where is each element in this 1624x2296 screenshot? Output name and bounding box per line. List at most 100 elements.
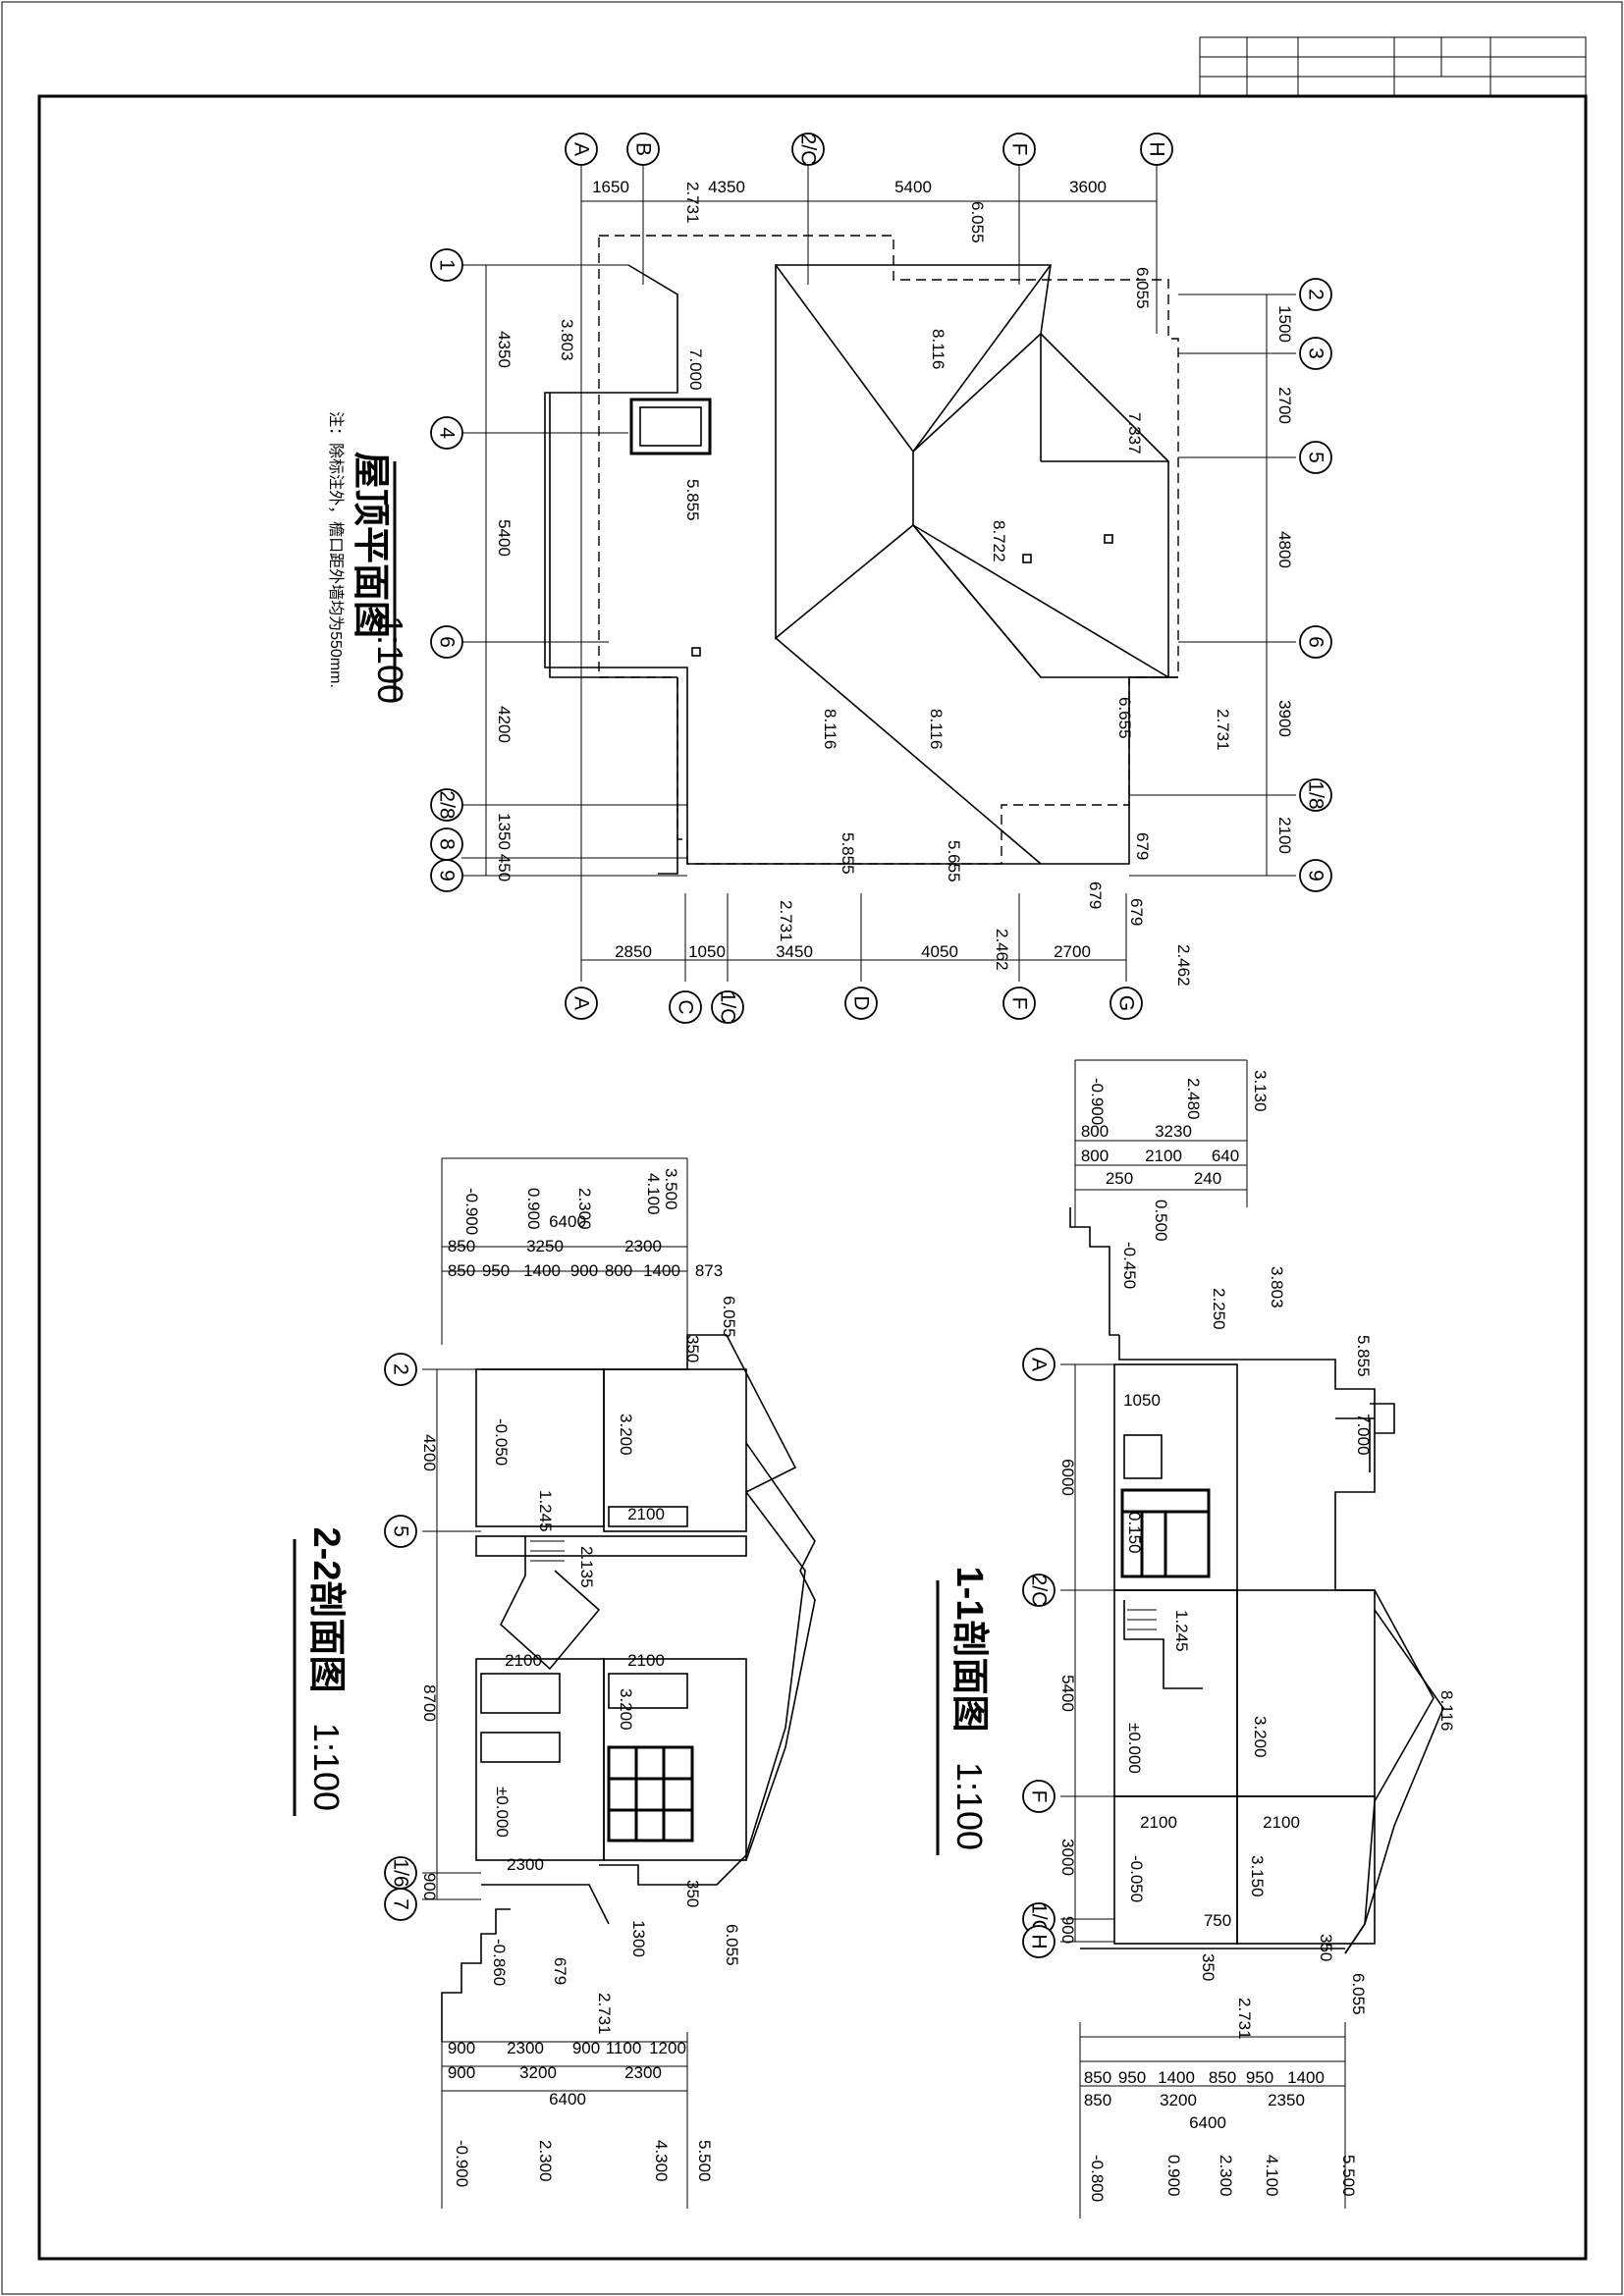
roof-plan: A B 2/C F H A C 1/C D F G 1 4 6 2/8 8 9 … [327, 133, 1332, 1024]
door [608, 1673, 688, 1709]
dimension-text: 950 [482, 1261, 510, 1280]
level-text: 6.655 [1115, 697, 1134, 739]
axis-bubble-bottom: F [1002, 987, 1036, 1020]
room-outline [1236, 1589, 1376, 1797]
dimension-text: 6400 [549, 1212, 586, 1231]
dimension-text: 2100 [1145, 1147, 1182, 1165]
axis-bubble-left: 2/8 [430, 788, 463, 822]
level-text: 3.200 [617, 1414, 635, 1456]
roof-profile [745, 1442, 816, 1861]
roof-plan-note: 注：除标注外，檐口距外墙均为550mm. [327, 411, 345, 688]
level-text: 8.116 [1437, 1690, 1456, 1731]
axis-bubble-left: 1 [430, 248, 463, 282]
roof-hips-main [775, 264, 1169, 678]
level-text: 2.300 [536, 2140, 555, 2182]
vent [1022, 554, 1032, 563]
level-text: 6.055 [720, 1296, 738, 1338]
dimension-text: 900 [420, 1873, 439, 1900]
axis-label: D [850, 995, 873, 1010]
level-text: 350 [1317, 1934, 1335, 1961]
level-text: 0.900 [1164, 2155, 1183, 2197]
section-1-1: A 2/C F 1/G H 6000 5400 3000 900 -0.900 … [936, 1059, 1456, 2218]
dimension-text: 2100 [1263, 1813, 1300, 1832]
room-outline [603, 1368, 747, 1532]
roof-outline [544, 264, 1178, 865]
dimension-text: 3000 [1058, 1839, 1077, 1876]
dimension-text: 4200 [420, 1434, 439, 1471]
dimension-text: 3600 [1069, 178, 1107, 196]
steps [441, 1908, 511, 2042]
roof-plan-scale: 1:100 [370, 615, 410, 704]
axis-label: 1/6 [390, 1858, 412, 1887]
window [607, 1745, 694, 1842]
dimension-text: 850 [448, 1261, 475, 1280]
axis-bubble-top: 2/C [791, 133, 825, 166]
axis-label: 1/8 [1305, 780, 1327, 809]
level-text: 8.116 [929, 329, 947, 369]
dimension-text: 640 [1212, 1147, 1239, 1165]
axis-label: G [1115, 995, 1138, 1011]
dimension-text: 2700 [1054, 942, 1091, 961]
hip-line [912, 524, 1042, 678]
dimension-text: 2300 [507, 2039, 544, 2057]
level-text: -0.900 [453, 2140, 471, 2187]
dimension-text: 2350 [1268, 2091, 1305, 2109]
floor-slab [475, 1535, 747, 1557]
roof-wing [658, 677, 678, 875]
dimension-text: 800 [605, 1261, 632, 1280]
level-text: -0.050 [1127, 1855, 1146, 1902]
section-outline [481, 1334, 806, 1886]
dimension-text: 850 [448, 1237, 475, 1255]
axis-label: 1 [436, 259, 459, 271]
level-text: 4.100 [644, 1173, 663, 1215]
dimension-text: 2700 [1275, 387, 1294, 424]
axis-label: 3 [1305, 347, 1327, 359]
dimension-text: 2300 [624, 2063, 662, 2082]
level-text: 5.500 [695, 2140, 714, 2182]
axis-bubble-right: 1/8 [1299, 778, 1332, 812]
dimension-text: 950 [1118, 2068, 1146, 2087]
axis-bubble: F [1022, 1780, 1056, 1813]
level-text: 350 [1199, 1953, 1218, 1981]
level-text: 8.722 [990, 520, 1008, 562]
room-outline [1236, 1795, 1376, 1945]
axis-bubble-right: 2 [1299, 278, 1332, 311]
axis-label: 2 [1305, 289, 1327, 300]
axis-label: C [675, 999, 697, 1014]
level-text: 0.500 [1152, 1200, 1170, 1242]
dimension-text: 3450 [776, 942, 813, 961]
level-text: 2.300 [575, 1188, 594, 1230]
axis-label: 2/C [797, 133, 820, 166]
axis-label: A [1028, 1358, 1051, 1371]
dimension-text: 1650 [592, 178, 629, 196]
level-text: 3.803 [558, 319, 576, 361]
axis-label: H [1028, 1934, 1051, 1949]
level-text: 5.855 [1354, 1335, 1373, 1377]
axis-bubble-right: 6 [1299, 625, 1332, 659]
level-text: 8.116 [927, 709, 946, 749]
axis-label: 9 [1305, 870, 1327, 881]
dimension-text: 3900 [1275, 700, 1294, 737]
level-text: 7.000 [686, 348, 705, 391]
vent [1104, 534, 1113, 544]
axis-bubble-bottom: G [1110, 987, 1143, 1020]
axis-bubble-bottom: C [669, 990, 702, 1024]
level-text: 350 [683, 1335, 702, 1362]
dimension-text: 750 [1204, 1911, 1231, 1930]
room-outline [603, 1658, 747, 1861]
axis-bubble: 7 [384, 1888, 417, 1921]
level-text: 2.731 [777, 900, 795, 942]
level-text: ±0.000 [493, 1787, 512, 1838]
level-text: 0.900 [524, 1188, 543, 1230]
door [480, 1732, 561, 1763]
level-text: -0.450 [1120, 1242, 1139, 1289]
axis-label: 2/C [1028, 1575, 1051, 1607]
dimension-text: 679 [1133, 832, 1152, 860]
level-text: 350 [683, 1880, 702, 1907]
axis-bubble-bottom: 1/C [711, 990, 744, 1024]
level-text: 3.200 [1251, 1716, 1270, 1758]
dimension-text: 1350 [495, 813, 514, 850]
axis-label: 2/8 [436, 790, 459, 819]
dimension-text: 3230 [1155, 1122, 1192, 1141]
